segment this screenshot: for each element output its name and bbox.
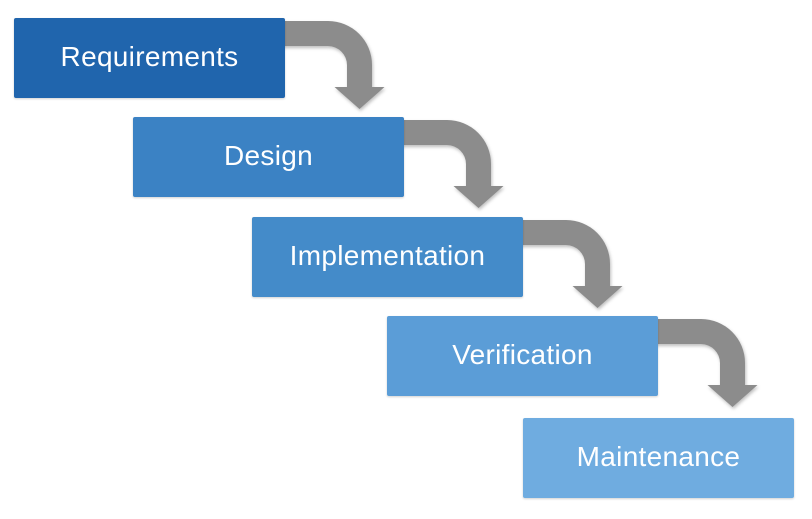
bent-arrow-shape bbox=[648, 319, 758, 407]
step-requirements: Requirements bbox=[14, 18, 285, 98]
bent-arrow-shape bbox=[513, 220, 623, 308]
bent-arrow-shape bbox=[275, 21, 385, 109]
step-requirements-label: Requirements bbox=[60, 41, 239, 72]
step-design-label: Design bbox=[224, 140, 313, 171]
arrow-implementation-to-verification-icon bbox=[513, 220, 623, 308]
arrow-verification-to-maintenance-icon bbox=[648, 319, 758, 407]
step-implementation-label: Implementation bbox=[289, 240, 486, 271]
arrow-requirements-to-design-icon bbox=[275, 21, 385, 109]
step-verification-label: Verification bbox=[452, 339, 593, 370]
step-maintenance-label: Maintenance bbox=[576, 441, 741, 472]
step-implementation: Implementation bbox=[252, 217, 523, 297]
arrow-design-to-implementation-icon bbox=[394, 120, 504, 208]
bent-arrow-shape bbox=[394, 120, 504, 208]
step-verification: Verification bbox=[387, 316, 658, 396]
step-design: Design bbox=[133, 117, 404, 197]
step-maintenance: Maintenance bbox=[523, 418, 794, 498]
